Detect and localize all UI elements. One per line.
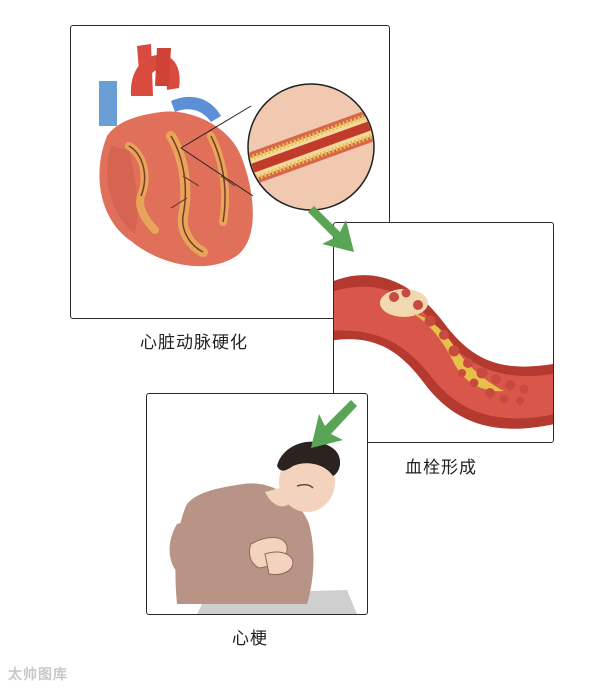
artery-zoom-circle	[247, 83, 375, 211]
person-panel	[146, 393, 368, 615]
chest-pain-illustration	[169, 441, 357, 614]
arrow-down-left-icon	[311, 400, 357, 448]
vessel-panel	[333, 222, 554, 443]
caption-infarction: 心梗	[232, 629, 268, 649]
caption-atherosclerosis: 心脏动脉硬化	[140, 333, 248, 353]
caption-thrombus: 血栓形成	[405, 458, 477, 478]
thrombus-illustration	[334, 275, 553, 429]
arrow-down-right-icon	[308, 206, 354, 252]
watermark: 太帅图库	[8, 667, 68, 683]
heart-illustration	[99, 44, 254, 267]
